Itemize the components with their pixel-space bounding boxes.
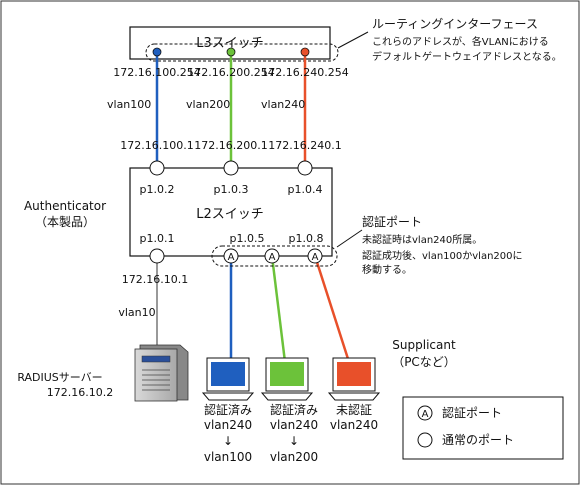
authenticator-label: Authenticator [24,199,106,213]
auth-note-line3: 移動する。 [362,263,412,276]
legend-auth-port-label: 認証ポート [442,405,502,420]
vlan-label: vlan200 [186,98,230,111]
port-label: p1.0.8 [289,232,324,245]
port-circle [149,160,165,176]
port-label: p1.0.1 [140,232,175,245]
l3-interface-dot [300,47,310,57]
radius-vlan-label: vlan10 [118,306,155,319]
auth-note-title: 認証ポート [362,214,422,229]
auth-port-symbol: A [228,252,235,263]
auth-note-line1: 未認証時はvlan240所属。 [362,233,482,246]
port-label: p1.0.3 [214,183,249,196]
l2-ip-label: 172.16.200.1 [194,139,267,152]
pc-vlan-to: vlan200 [270,450,318,464]
pc-arrow: ↓ [289,434,299,448]
supplicant-label: Supplicant [392,338,456,352]
l3-interface-dot [152,47,162,57]
routing-note-leader [337,31,369,49]
auth-port-circle [223,248,239,264]
l3-interface-dot [226,47,236,57]
vlan-label: vlan100 [107,98,151,111]
legend-auth-port-symbol [417,405,433,421]
l2-switch-label: L2スイッチ [196,207,264,222]
pc-icon [260,357,314,401]
vlan-label: vlan240 [261,98,305,111]
pc-arrow: ↓ [223,434,233,448]
auth-port-symbol: A [269,252,276,263]
pc3-link [313,255,351,363]
l3-ip-label: 172.16.240.254 [261,66,348,79]
l3-ip-label: 172.16.200.254 [187,66,274,79]
pc-vlan-to: vlan100 [204,450,252,464]
authenticator-sublabel: （本製品） [35,215,95,229]
pc-status: 未認証 [336,402,372,417]
l2-ip-label: 172.16.240.1 [268,139,341,152]
uplink-ip-label: 172.16.10.1 [122,273,188,286]
l2-ip-label: 172.16.100.1 [120,139,193,152]
routing-interface-group [145,43,339,62]
port-circle [223,160,239,176]
legend-normal-port-symbol [417,432,433,448]
pc-status: 認証済み [270,402,318,417]
routing-note-title: ルーティングインターフェース [372,17,538,31]
auth-port-circle [307,248,323,264]
auth-note-line2: 認証成功後、vlan100かvlan200に [362,249,523,262]
radius-name: RADIUSサーバー [17,371,102,384]
supplicant-sublabel: （PCなど） [392,355,456,369]
legend-normal-port-label: 通常のポート [442,433,514,447]
port-label: p1.0.2 [140,183,175,196]
pc-icon [201,357,255,401]
pc2-link [270,255,287,363]
port-circle [149,248,165,264]
auth-port-group [211,245,338,267]
routing-note-line1: これらのアドレスが、各VLANにおける [372,35,549,48]
pc-icon [327,357,381,401]
auth-port-circle [264,248,280,264]
port-circle [297,160,313,176]
auth-port-symbol: A [312,252,319,263]
pc-vlan-from: vlan240 [270,418,318,432]
routing-note-line2: デフォルトゲートウェイアドレスとなる。 [372,50,562,63]
server-icon [134,344,189,402]
pc-status: 認証済み [204,402,252,417]
pc-vlan-from: vlan240 [204,418,252,432]
auth-note-leader [336,229,363,248]
pc-vlan-from: vlan240 [330,418,378,432]
port-label: p1.0.5 [230,232,265,245]
radius-ip: 172.16.10.2 [47,386,113,399]
l3-ip-label: 172.16.100.254 [113,66,200,79]
legend-auth-port-letter: A [422,409,429,420]
port-label: p1.0.4 [288,183,323,196]
